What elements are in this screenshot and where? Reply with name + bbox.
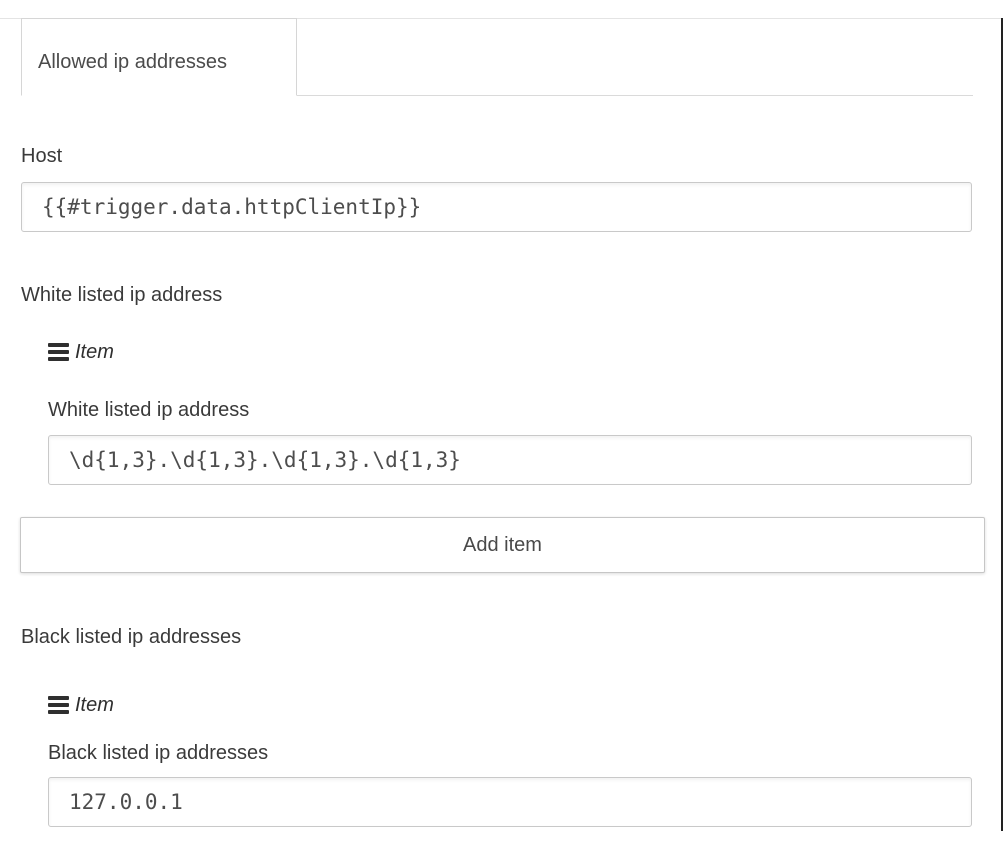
drag-handle-icon[interactable] (48, 696, 69, 714)
form-content: Host White listed ip address Item White … (0, 145, 1004, 827)
host-input[interactable] (21, 182, 972, 232)
blacklist-field-label: Black listed ip addresses (48, 742, 269, 764)
tab-bar: Allowed ip addresses (21, 18, 973, 96)
item-label: Item (75, 341, 114, 363)
whitelist-item: Item White listed ip address (48, 341, 1004, 485)
whitelist-field-label: White listed ip address (48, 399, 250, 421)
whitelist-section-label: White listed ip address (21, 284, 223, 306)
host-label: Host (21, 145, 63, 167)
tab-allowed-ip-addresses[interactable]: Allowed ip addresses (21, 18, 297, 96)
whitelist-item-header: Item (48, 341, 1004, 363)
whitelist-ip-input[interactable] (48, 435, 972, 485)
tab-label: Allowed ip addresses (38, 50, 227, 73)
window-top-hairline (0, 18, 1001, 19)
item-label: Item (75, 694, 114, 716)
drag-handle-icon[interactable] (48, 343, 69, 361)
blacklist-section-label: Black listed ip addresses (21, 626, 242, 648)
window-right-border (1001, 18, 1003, 831)
blacklist-item-header: Item (48, 694, 1004, 716)
blacklist-ip-input[interactable] (48, 777, 972, 827)
add-item-button[interactable]: Add item (20, 517, 985, 573)
blacklist-item: Item Black listed ip addresses (48, 694, 1004, 827)
